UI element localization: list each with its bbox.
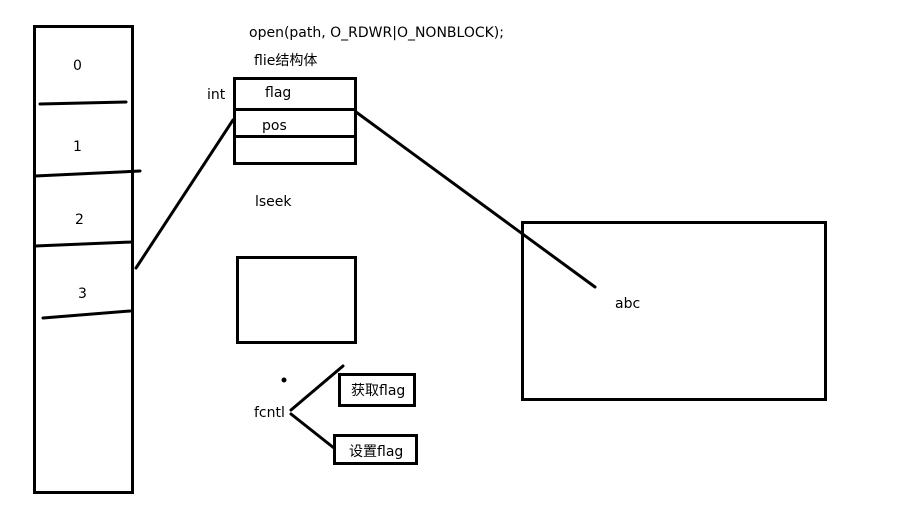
fd-table-box <box>33 25 134 494</box>
fd-entry-0: 0 <box>73 58 82 74</box>
fcntl-set-connector <box>289 412 336 450</box>
file-content-box <box>521 221 827 401</box>
fd-entry-3: 3 <box>78 286 87 302</box>
fcntl-get-connector <box>289 364 345 412</box>
fcntl-set-label: 设置flag <box>349 444 404 460</box>
fd-separator-0 <box>38 100 128 106</box>
file-struct-box <box>233 77 357 165</box>
stray-dot <box>281 377 287 383</box>
fd-entry-2: 2 <box>75 212 84 228</box>
struct-title-label: flie结构体 <box>254 53 318 69</box>
file-struct-row-divider-1 <box>236 108 354 111</box>
field-type-label: int <box>207 87 226 103</box>
fcntl-get-box <box>338 373 416 407</box>
fcntl-set-box <box>333 434 418 465</box>
fd-entry-1: 1 <box>73 139 82 155</box>
file-content-label: abc <box>615 296 641 312</box>
fd-to-file-connector <box>134 118 235 270</box>
fd-separator-3 <box>41 309 132 320</box>
open-call-label: open(path, O_RDWR|O_NONBLOCK); <box>249 25 504 41</box>
lseek-label: lseek <box>255 194 292 210</box>
field-pos: pos <box>262 118 287 134</box>
file-struct-row-divider-2 <box>236 135 354 138</box>
field-flag: flag <box>265 85 292 101</box>
fcntl-label: fcntl <box>254 405 285 421</box>
empty-box <box>236 256 357 344</box>
fd-separator-2 <box>33 240 134 248</box>
fd-separator-1 <box>33 169 142 178</box>
fcntl-get-label: 获取flag <box>351 383 406 399</box>
file-to-content-connector <box>354 110 597 289</box>
